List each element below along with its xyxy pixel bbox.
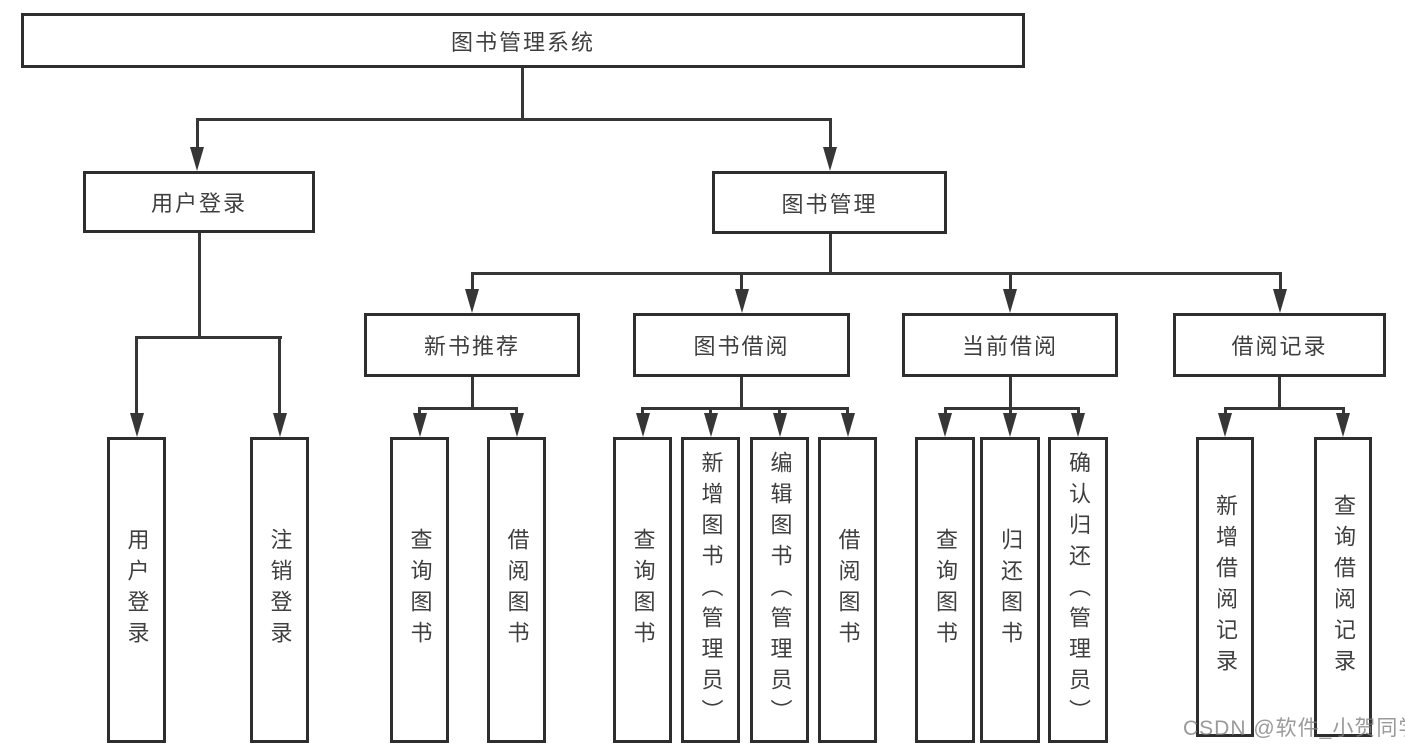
leaf-label: 新增借阅记录 [1213,494,1238,680]
connector-book-mgmt-branch [471,272,1282,275]
connector-to-nb-borrow [515,407,518,415]
connector-new-book-branch [418,407,518,410]
node-label: 新书推荐 [423,334,520,359]
connector-to-bb-add [709,407,712,415]
arrowhead-bb-edit [773,413,787,437]
leaf-bb-query-books: 查询图书 [613,437,672,743]
connector-user-login-stem [198,233,201,336]
leaf-label: 新增图书（管理员） [698,450,724,730]
connector-to-cb-return [1009,407,1012,415]
arrowhead-new-book [465,289,479,313]
arrowhead-nb-borrow [510,413,524,437]
leaf-label: 编辑图书（管理员） [767,450,793,730]
node-borrowing-records: 借阅记录 [1173,313,1386,377]
leaf-label: 查询图书 [630,528,656,652]
node-user-login: 用户登录 [83,171,315,233]
leaf-cb-confirm-return-admin: 确认归还（管理员） [1048,437,1108,743]
connector-to-leaf-login [135,336,138,415]
connector-user-login-branch [135,336,282,339]
node-book-management: 图书管理 [712,171,947,234]
node-label: 图书借阅 [693,334,790,359]
connector-to-nb-query [418,407,421,415]
leaf-cb-query-books: 查询图书 [915,437,975,743]
leaf-label: 借阅图书 [504,528,530,652]
leaf-nb-query-books: 查询图书 [390,437,449,743]
arrowhead-leaf-logout [273,413,287,437]
arrowhead-cb-confirm [1071,413,1085,437]
connector-to-bb-query [641,407,644,415]
arrowhead-records [1273,289,1287,313]
connector-to-cb-query [944,407,947,415]
leaf-br-add-record: 新增借阅记录 [1196,437,1254,737]
leaf-bb-borrow-books: 借阅图书 [818,437,877,743]
leaf-label: 用户登录 [124,528,150,652]
leaf-bb-edit-books-admin: 编辑图书（管理员） [750,437,809,743]
leaf-br-query-record: 查询借阅记录 [1314,437,1372,737]
arrowhead-bb-add [704,413,718,437]
connector-records-branch [1224,407,1345,410]
connector-to-records [1279,272,1282,291]
leaf-logout: 注销登录 [250,437,309,743]
connector-to-book-mgmt [829,118,832,150]
connector-new-book-stem [471,377,474,407]
connector-to-cb-confirm [1077,407,1080,415]
connector-to-bb-edit [778,407,781,415]
connector-current-branch [944,407,1080,410]
leaf-label: 确认归还（管理员） [1066,450,1091,730]
node-current-borrowing: 当前借阅 [902,313,1118,377]
leaf-cb-return-books: 归还图书 [980,437,1040,743]
connector-to-current [1009,272,1012,291]
arrowhead-nb-query [413,413,427,437]
arrowhead-user-login [190,147,204,171]
leaf-label: 注销登录 [267,528,293,652]
arrowhead-book-mgmt [823,147,837,171]
leaf-bb-add-books-admin: 新增图书（管理员） [681,437,740,743]
connector-records-stem [1278,377,1281,407]
connector-to-borrowing [740,272,743,291]
leaf-label: 查询借阅记录 [1331,494,1356,680]
arrowhead-br-add [1218,413,1232,437]
node-book-borrowing: 图书借阅 [633,313,850,377]
arrowhead-borrowing [735,289,749,313]
connector-to-leaf-logout [278,336,281,415]
node-label: 当前借阅 [961,334,1058,359]
arrowhead-bb-query [636,413,650,437]
connector-root-branch [196,118,832,121]
leaf-label: 查询图书 [407,528,433,652]
connector-to-new-book [471,272,474,291]
connector-root-stem [521,68,524,118]
node-library-management-system: 图书管理系统 [21,13,1025,68]
connector-to-br-query [1342,407,1345,415]
arrowhead-leaf-login [130,413,144,437]
connector-borrowing-stem [740,377,743,407]
leaf-label: 查询图书 [933,528,958,652]
connector-current-stem [1009,377,1012,407]
arrowhead-cb-query [938,413,952,437]
node-new-book-recommend: 新书推荐 [364,313,580,377]
connector-to-user-login [196,118,199,150]
leaf-label: 借阅图书 [835,528,861,652]
arrowhead-bb-borrow [841,413,855,437]
connector-to-br-add [1224,407,1227,415]
leaf-label: 归还图书 [998,528,1023,652]
node-label: 用户登录 [150,191,247,216]
leaf-user-login: 用户登录 [107,437,166,743]
node-label: 图书管理 [781,191,878,217]
connector-book-mgmt-stem [829,234,832,272]
arrowhead-current [1003,289,1017,313]
leaf-nb-borrow-books: 借阅图书 [487,437,546,743]
csdn-watermark: CSDN @软件_小贺同学 [1183,717,1405,740]
node-label: 图书管理系统 [450,29,595,55]
connector-borrowing-branch [641,407,849,410]
arrowhead-cb-return [1003,413,1017,437]
node-label: 借阅记录 [1231,334,1328,359]
arrowhead-br-query [1336,413,1350,437]
connector-to-bb-borrow [846,407,849,415]
